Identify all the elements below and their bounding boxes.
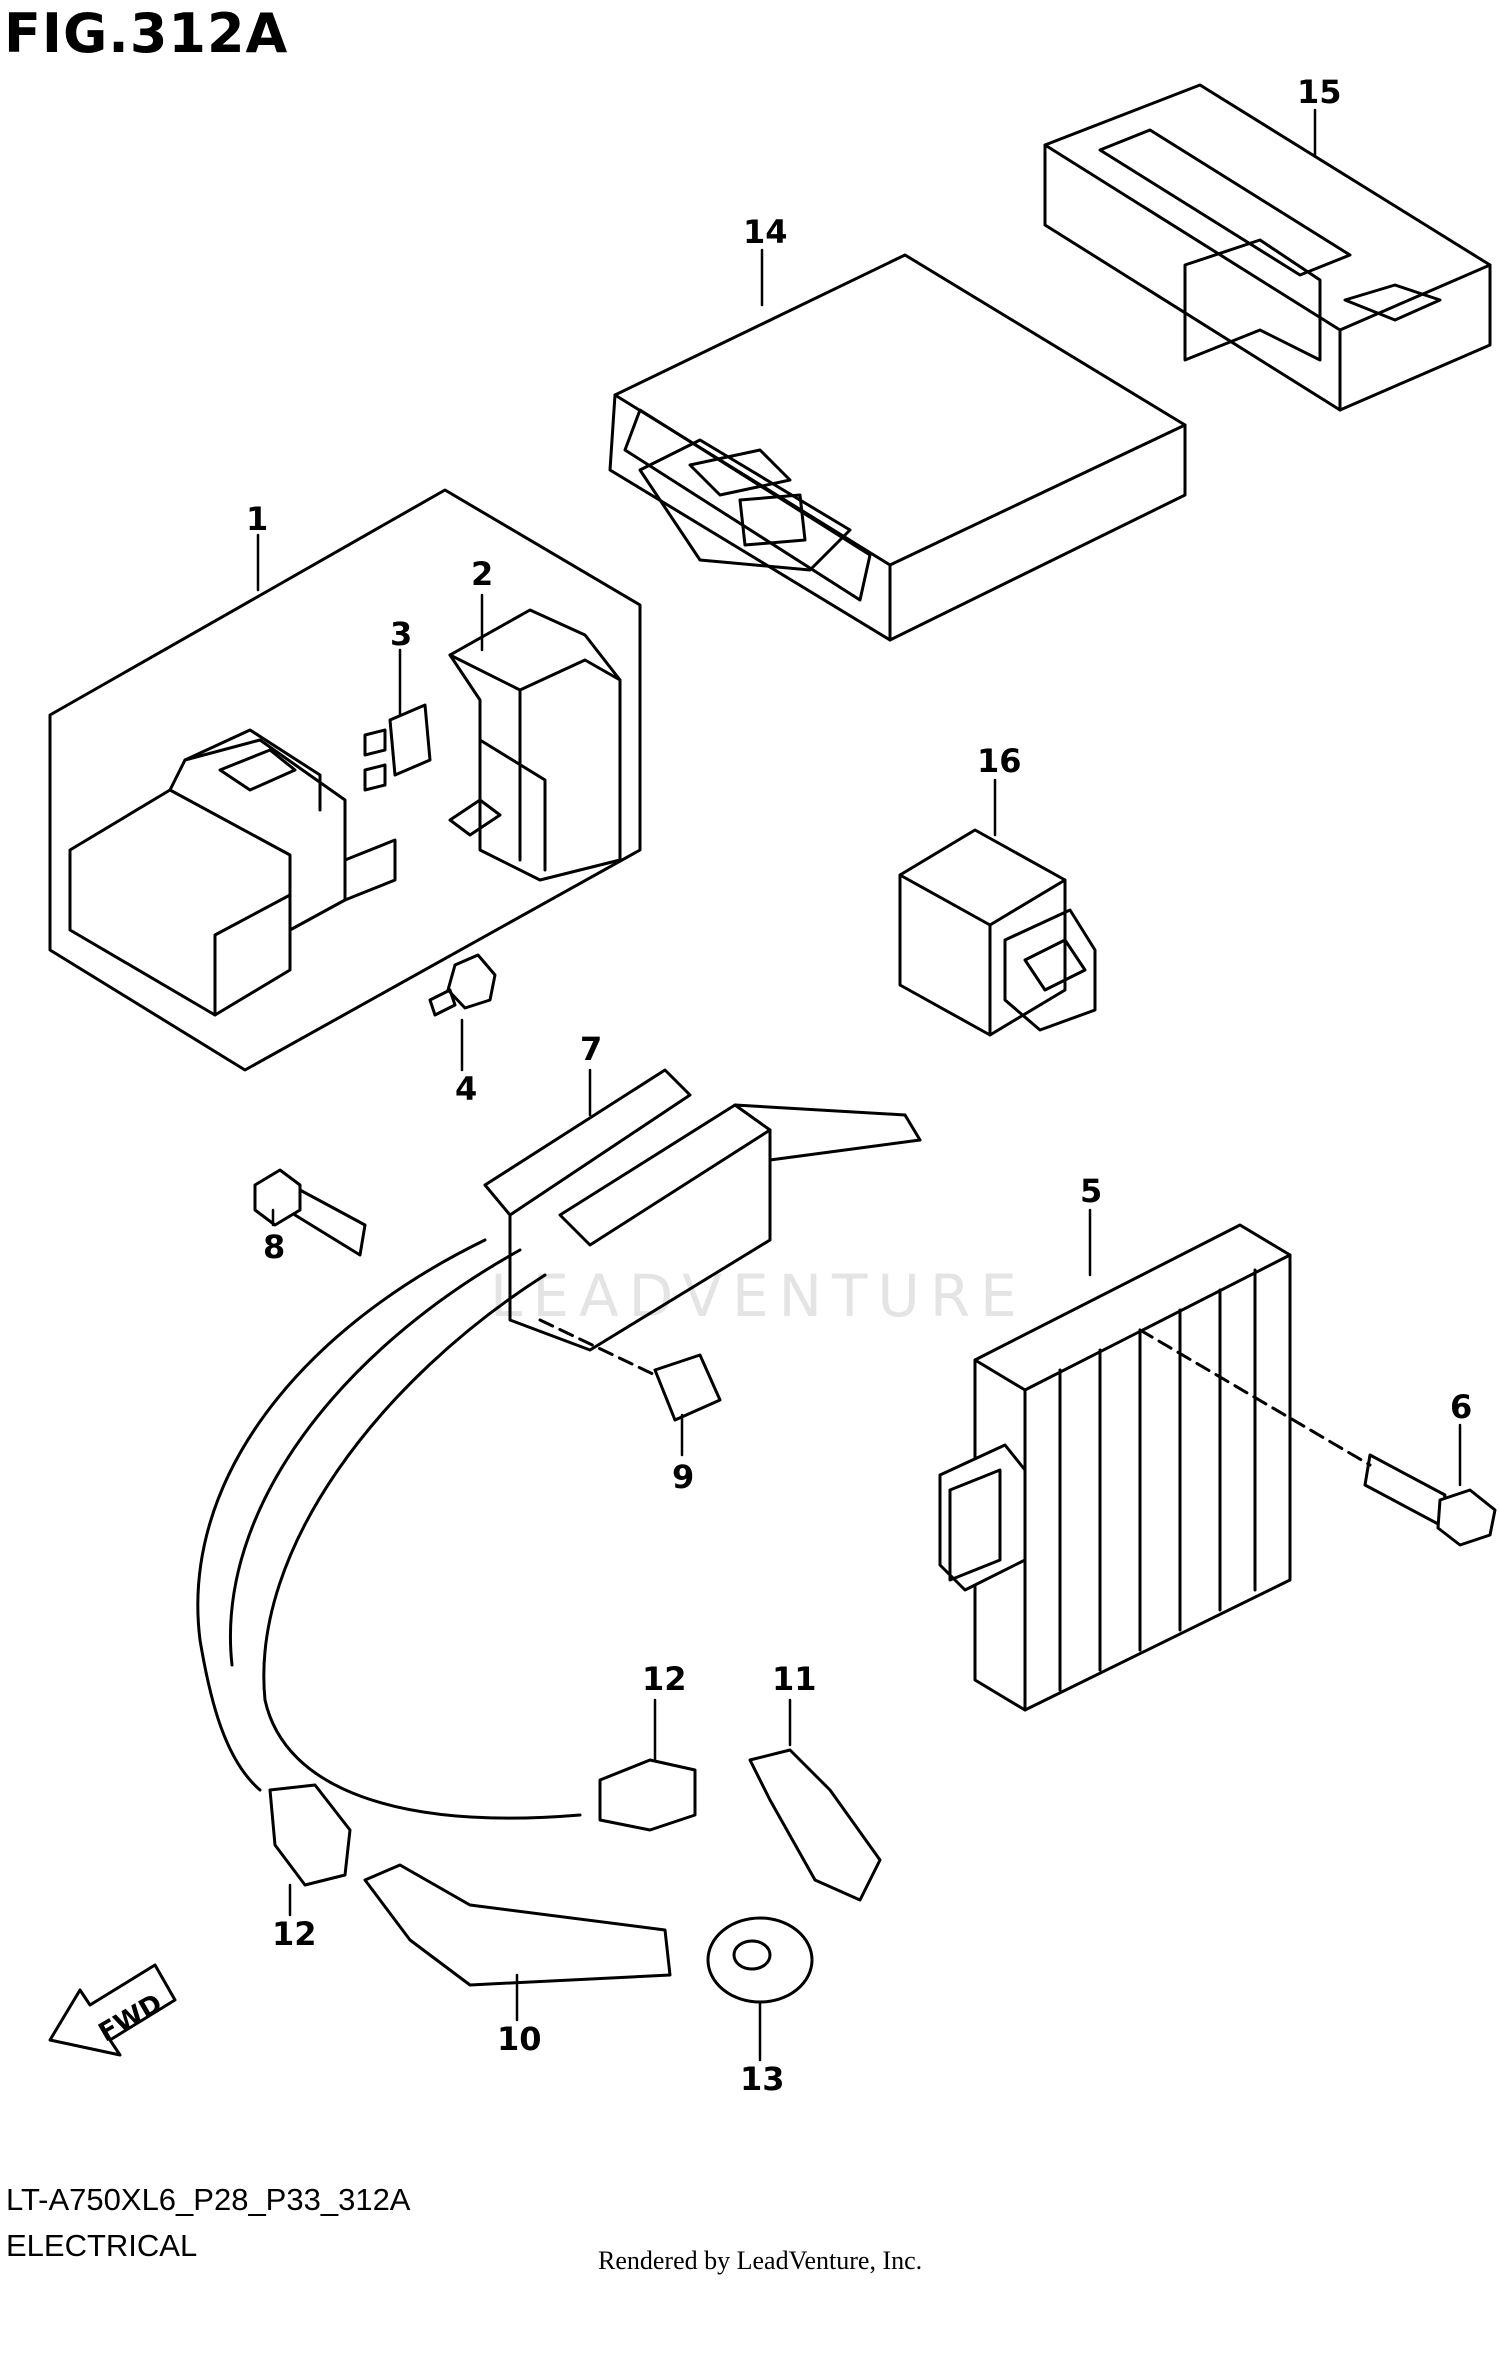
leader-lines <box>256 108 1462 2062</box>
part-3-fuse[interactable] <box>363 703 432 792</box>
part-14-ecm[interactable] <box>608 253 1187 642</box>
fwd-arrow: FWD <box>48 1963 177 2057</box>
callout-9: 9 <box>672 1458 694 1496</box>
callout-14: 14 <box>743 213 788 251</box>
part-11-plug-cap[interactable] <box>748 1748 882 1902</box>
part-9-collar[interactable] <box>538 1318 722 1422</box>
callout-8: 8 <box>263 1228 285 1266</box>
credit-text: Rendered by LeadVenture, Inc. <box>598 2246 923 2275</box>
callout-16: 16 <box>977 742 1022 780</box>
callout-6: 6 <box>1450 1388 1472 1426</box>
section-name: ELECTRICAL <box>6 2228 198 2263</box>
part-8-bolt[interactable] <box>253 1168 367 1257</box>
callout-12a: 12 <box>642 1660 687 1698</box>
part-7-ignition-coil[interactable] <box>483 1068 922 1352</box>
callout-11: 11 <box>772 1660 817 1698</box>
callout-10: 10 <box>497 2020 542 2058</box>
callout-13: 13 <box>740 2060 785 2098</box>
callout-7: 7 <box>580 1030 602 1068</box>
callout-3: 3 <box>390 615 412 653</box>
part-1-relay-frame[interactable] <box>48 488 642 1072</box>
part-5-regulator[interactable] <box>938 1223 1292 1712</box>
part-13-grommet[interactable] <box>706 1916 814 2004</box>
relay-body[interactable] <box>68 728 397 1017</box>
part-10-plug-cap[interactable] <box>363 1863 672 1987</box>
high-tension-cords <box>196 1238 582 1820</box>
part-16-connector[interactable] <box>898 828 1097 1037</box>
callout-2: 2 <box>471 555 493 593</box>
part-15-cover[interactable] <box>1043 83 1492 412</box>
callout-12b: 12 <box>272 1915 317 1953</box>
watermark: LEADVENTURE <box>490 1262 1027 1330</box>
part-2-relay-cover[interactable] <box>448 608 622 882</box>
part-12-cap-upper[interactable] <box>598 1758 697 1832</box>
figure-title: FIG.312A <box>4 2 289 65</box>
part-6-bolt[interactable] <box>1138 1328 1497 1547</box>
callout-1: 1 <box>246 500 268 538</box>
callout-15: 15 <box>1297 73 1342 111</box>
callout-4: 4 <box>455 1070 477 1108</box>
part-4-screw[interactable] <box>428 953 497 1017</box>
part-12-cap-lower[interactable] <box>268 1783 352 1887</box>
model-code: LT-A750XL6_P28_P33_312A <box>6 2182 411 2217</box>
callout-5: 5 <box>1080 1172 1102 1210</box>
callout-numbers: 1 2 3 4 5 6 7 8 9 10 11 12 12 13 14 15 1… <box>246 73 1472 2098</box>
